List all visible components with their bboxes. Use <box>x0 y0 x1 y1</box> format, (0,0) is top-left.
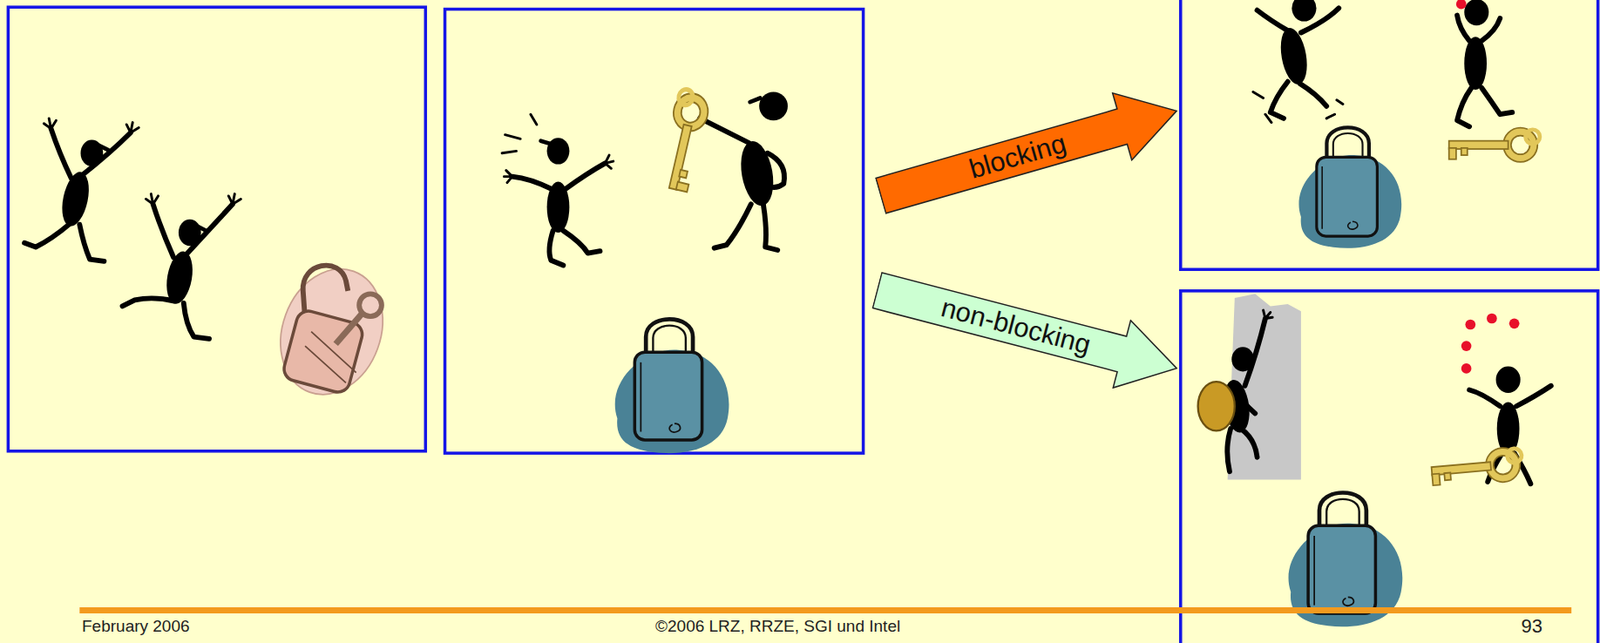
jumping-figure-part <box>1300 83 1327 107</box>
dancing-figure-part <box>185 203 233 256</box>
juggling-figure-part-part <box>1461 340 1472 352</box>
key-holder-figure-part <box>767 153 786 188</box>
open-lock-part <box>281 308 366 395</box>
key-holder-figure-part <box>750 97 761 102</box>
key-holder-figure-part <box>704 120 750 143</box>
dancing-figure-part <box>51 128 72 179</box>
jumping-figure-part <box>1301 7 1339 33</box>
dancing-figure <box>122 194 242 339</box>
jumping-figure-part <box>1253 91 1343 123</box>
dancing-figure-part <box>196 225 207 231</box>
panel-frames-part <box>445 9 864 455</box>
key-holder-figure-part <box>736 138 779 209</box>
scared-figure-part <box>541 141 552 145</box>
scared-figure-part <box>549 230 563 266</box>
open-lock-part <box>264 254 400 409</box>
dancing-figure-part <box>57 169 94 230</box>
dancing-figure-part <box>145 194 241 205</box>
juggling-figure-part <box>1516 386 1552 407</box>
arrow-shape: non-blocking <box>867 255 1187 403</box>
juggling-figure-part <box>1481 18 1500 41</box>
dancing-figure <box>24 118 139 262</box>
arrow-text-box: non-blocking <box>871 272 1160 381</box>
juggling-figure-part <box>1496 366 1521 394</box>
scared-figure-part <box>512 176 551 190</box>
juggling-figure-part <box>1481 88 1512 115</box>
scared-figure-part <box>501 114 537 154</box>
jumping-figure-part <box>1257 10 1289 31</box>
juggling-figure-part <box>1469 389 1500 407</box>
closed-lock <box>1298 127 1402 248</box>
dancing-figure-part <box>43 118 139 133</box>
jumping-figure <box>1253 0 1343 123</box>
dancing-figure-part <box>81 132 131 176</box>
open-lock <box>264 254 400 409</box>
footer-text: February 2006 <box>81 616 190 637</box>
juggling-figure-part <box>1464 36 1487 90</box>
juggling-figure-part-part <box>1509 318 1520 329</box>
climbing-figure-part <box>1227 428 1231 472</box>
juggling-figure-part <box>1457 15 1470 41</box>
key <box>657 88 710 192</box>
scared-figure-part <box>503 155 613 184</box>
scared-figure-part <box>564 162 606 190</box>
scared-figure <box>501 114 614 265</box>
climbing-figure-part <box>1232 387 1255 414</box>
panel-frames-part <box>1180 0 1599 270</box>
arrow-body <box>870 77 1186 230</box>
open-lock-part <box>359 293 382 317</box>
dancing-figure-part <box>122 298 176 306</box>
key-holder-figure <box>697 91 788 251</box>
jumping-figure-part <box>1291 0 1316 22</box>
key-holder-figure-part <box>763 203 778 251</box>
dancing-figure-part <box>183 303 210 339</box>
arrow-body <box>867 257 1186 403</box>
arrow-text-box: blocking <box>874 99 1160 214</box>
dancing-figure-part <box>24 222 72 247</box>
jumping-figure-part <box>1276 26 1311 87</box>
juggling-figure-part <box>1461 313 1520 374</box>
panel-frames-part <box>1180 291 1599 643</box>
arrow-shape: blocking <box>869 76 1187 231</box>
climbing-figure-part <box>1198 381 1235 431</box>
key <box>1430 447 1524 486</box>
juggling-figure-part-part <box>1461 363 1472 374</box>
dancing-figure-part <box>153 203 174 258</box>
footer-rule <box>79 607 1572 614</box>
juggling-figure-part <box>1456 0 1467 10</box>
footer-text: 93 <box>1521 615 1543 638</box>
scared-figure-part <box>562 230 600 254</box>
juggling-figure-part <box>1457 88 1472 128</box>
closed-lock <box>615 318 730 454</box>
dancing-figure-part <box>79 224 104 262</box>
juggling-figure-part-part <box>1464 319 1476 331</box>
juggling-figure <box>1456 0 1512 127</box>
open-lock-part <box>335 313 362 345</box>
juggling-figure-part-part <box>1486 313 1498 325</box>
climbing-figure-part <box>1245 318 1266 386</box>
arrow-label: non-blocking <box>936 289 1095 364</box>
footer-text: ©2006 LRZ, RRZE, SGI und Intel <box>655 616 901 637</box>
juggling-figure-part <box>1464 0 1489 26</box>
panel-frames-part <box>7 6 426 452</box>
key-holder-figure-part <box>714 203 752 248</box>
key <box>1449 129 1540 160</box>
arrow-label: blocking <box>964 125 1071 189</box>
climbing-figure-part <box>1263 310 1274 319</box>
open-lock-part <box>305 332 357 384</box>
jumping-figure-part <box>1270 81 1289 119</box>
climbing-figure-part <box>1240 428 1258 458</box>
climbing-figure <box>1198 310 1273 472</box>
closed-lock <box>1288 493 1404 628</box>
panel-frames <box>7 0 1598 643</box>
dancing-figure-part <box>97 144 109 150</box>
key-holder-figure-part <box>759 91 788 121</box>
